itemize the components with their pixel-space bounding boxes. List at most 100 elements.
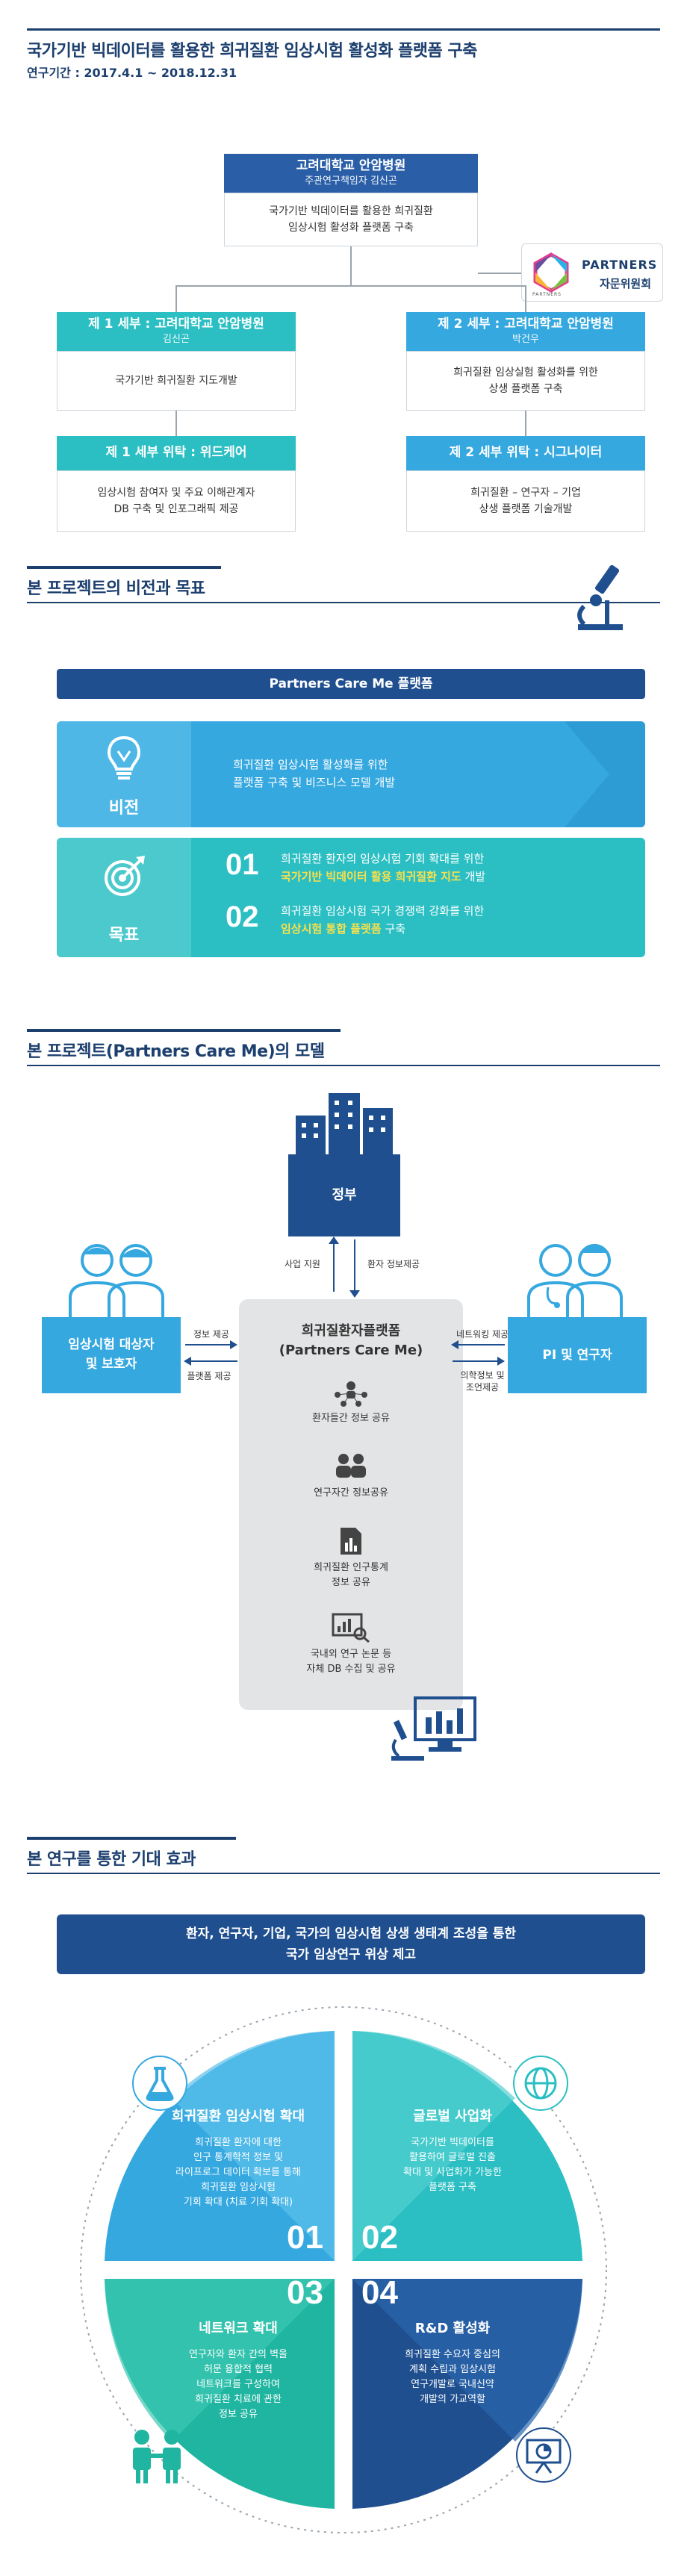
org-top-header: 고려대학교 안암병원 주관연구책임자 김신곤 [224,154,478,193]
contract1-name: 제 1 세부 위탁 : 위드케어 [105,445,247,460]
vision-text-line: 희귀질환 임상시험 활성화를 위한 [233,758,388,771]
government-label: 정부 [332,1187,357,1203]
header-top-line [27,28,660,31]
platform-item-demographics: 희귀질환 인구통계 정보 공유 [243,1561,459,1590]
contract1-desc-line: 임상시험 참여자 및 주요 이해관계자 [97,487,255,499]
platform-item-line: 연구자간 정보공유 [314,1487,388,1499]
quadrant-text-line: 개발의 가교역할 [420,2394,485,2405]
right-bottom-label: 의학정보 및 조언제공 [453,1369,512,1393]
advisory-brand: PARTNERS [582,258,658,272]
org-connector [175,411,177,436]
arrow-right [185,1344,231,1345]
vision-text-line: 플랫폼 구축 및 비즈니스 모델 개발 [233,776,396,789]
quadrant-02: 글로벌 사업화 국가기반 빅데이터를 활용하여 글로벌 진출 확대 및 사업화가… [363,2106,542,2195]
arrow-right-head [230,1340,237,1349]
right-bottom-label-line: 조언제공 [465,1382,500,1393]
gov-left-label: 사업 지원 [285,1259,320,1269]
arrow-left-head [451,1340,458,1349]
partners-logo-icon [533,252,569,293]
quadrant-number-02: 02 [361,2219,398,2256]
arrow-left [191,1360,237,1362]
advisory-badge: PARTNERS PARTNERS 자문위원회 [521,243,663,302]
pi-box-label: PI 및 연구자 [542,1348,612,1363]
platform-item-line: 자체 DB 수집 및 공유 [306,1664,396,1675]
right-top-label: 네트워킹 제공 [456,1329,509,1340]
left-bottom-label: 플랫폼 제공 [187,1371,231,1381]
subject-box-line: 임상시험 대상자 [68,1337,155,1352]
sub2-header: 제 2 세부 : 고려대학교 안암병원 박건우 [406,312,645,351]
org-connector [525,411,526,436]
goal-line: 국가기반 빅데이터 활용 희귀질환 지도 개발 [281,868,485,886]
platform-item-researcher-sharing: 연구자간 정보공유 [243,1486,459,1501]
org-top-role: 주관연구책임자 김신곤 [305,175,397,187]
quadrant-title: 네트워크 확대 [199,2321,278,2336]
goal-row: 목표 01 희귀질환 환자의 임상시험 기회 확대를 위한 국가기반 빅데이터 … [57,838,645,957]
org-connector [525,285,526,312]
arrow-up [333,1239,335,1292]
goal-line: 임상시험 통합 플랫폼 구축 [281,920,484,938]
contract2-header: 제 2 세부 위탁 : 시그나이터 [406,436,645,470]
goal-highlight: 국가기반 빅데이터 활용 희귀질환 지도 [281,870,461,883]
quadrant-text-line: 연구개발로 국내신약 [411,2379,494,2390]
contract2-desc-line: 상생 플랫폼 기술개발 [479,503,573,515]
org-top-desc-line: 국가기반 빅데이터를 활용한 희귀질환 [269,205,433,217]
quadrant-04: R&D 활성화 희귀질환 수요자 중심의 계획 수립과 임상시험 연구개발로 국… [363,2318,542,2407]
quadrant-text-line: 국가기반 빅데이터를 [411,2137,494,2148]
goal-number-01: 01 [226,848,259,881]
pi-box: PI 및 연구자 [508,1317,647,1393]
platform-title-line: (Partners Care Me) [279,1343,423,1358]
target-icon [105,856,145,896]
org-connector [175,285,526,287]
quadrant-text-line: 계획 수립과 임상시험 [409,2364,496,2375]
partners-logo-caption: PARTNERS [532,292,562,297]
sub2-desc: 희귀질환 임상실험 활성화를 위한 상생 플랫폼 구축 [406,351,645,411]
quadrant-text-line: 희귀질환 치료에 관한 [195,2394,282,2405]
org-connector [478,273,521,274]
sub1-desc: 국가기반 희귀질환 지도개발 [57,351,296,411]
quadrant-title: 희귀질환 임상시험 확대 [171,2109,305,2124]
arrow-right-head [497,1357,505,1366]
quadrant-number-03: 03 [287,2274,323,2311]
section-underline [27,1873,660,1874]
left-top-label: 정보 제공 [193,1329,229,1340]
org-top-name: 고려대학교 안암병원 [296,158,406,173]
org-connector [350,246,352,287]
right-bottom-label-line: 의학정보 및 [460,1370,505,1381]
contract1-header: 제 1 세부 위탁 : 위드케어 [57,436,296,470]
government-building-icon [296,1093,393,1157]
effect-banner-line: 국가 임상연구 위상 제고 [285,1947,417,1962]
org-connector [175,285,177,312]
quadrant-text-line: 플랫폼 구축 [429,2182,476,2193]
goal-label-panel [57,838,191,957]
section-bar [27,1029,341,1032]
goal-suffix: 구축 [381,922,406,936]
section-underline [27,602,660,603]
goal-highlight: 임상시험 통합 플랫폼 [281,922,382,936]
contract2-desc: 희귀질환 – 연구자 – 기업 상생 플랫폼 기술개발 [406,470,645,532]
platform-panel [239,1299,463,1710]
presentation-chart-icon [516,2427,571,2483]
quadrant-text-line: 네트워크를 구성하여 [196,2379,280,2390]
platform-item-line: 희귀질환 인구통계 [314,1562,388,1573]
quadrant-text-line: 연구자와 환자 간의 벽을 [189,2349,287,2360]
microscope-icon [577,564,623,630]
sub1-header: 제 1 세부 : 고려대학교 안암병원 김신곤 [57,312,296,351]
vision-text: 희귀질환 임상시험 활성화를 위한 플랫폼 구축 및 비즈니스 모델 개발 [233,756,395,791]
contract1-desc-line: DB 구축 및 인포그래픽 제공 [114,503,239,515]
quadrant-text-line: 인구 통계학적 정보 및 [193,2152,284,2163]
quadrant-number-04: 04 [361,2274,398,2311]
org-top-desc: 국가기반 빅데이터를 활용한 희귀질환 임상시험 활성화 플랫폼 구축 [224,193,478,246]
globe-icon [513,2056,568,2111]
arrow-down-head [349,1290,360,1298]
sub2-desc-line: 희귀질환 임상실험 활성화를 위한 [453,367,598,379]
arrow-down [354,1239,355,1292]
arrow-left-head [184,1357,191,1366]
quadrant-text-line: 라이프로그 데이터 확보를 통해 [175,2167,301,2178]
quadrant-03: 네트워크 확대 연구자와 환자 간의 벽을 허문 융합적 협력 네트워크를 구성… [145,2318,332,2422]
quadrant-text-line: 정보 공유 [219,2409,258,2420]
researchers-icon [336,1454,366,1478]
quadrant-number-01: 01 [287,2219,323,2256]
quadrant-text-line: 활용하여 글로벌 진출 [409,2152,496,2163]
effect-banner-line: 환자, 연구자, 기업, 국가의 임상시험 상생 생태계 조성을 통한 [185,1926,517,1941]
platform-title-line: 희귀질환자플랫폼 [301,1323,401,1339]
